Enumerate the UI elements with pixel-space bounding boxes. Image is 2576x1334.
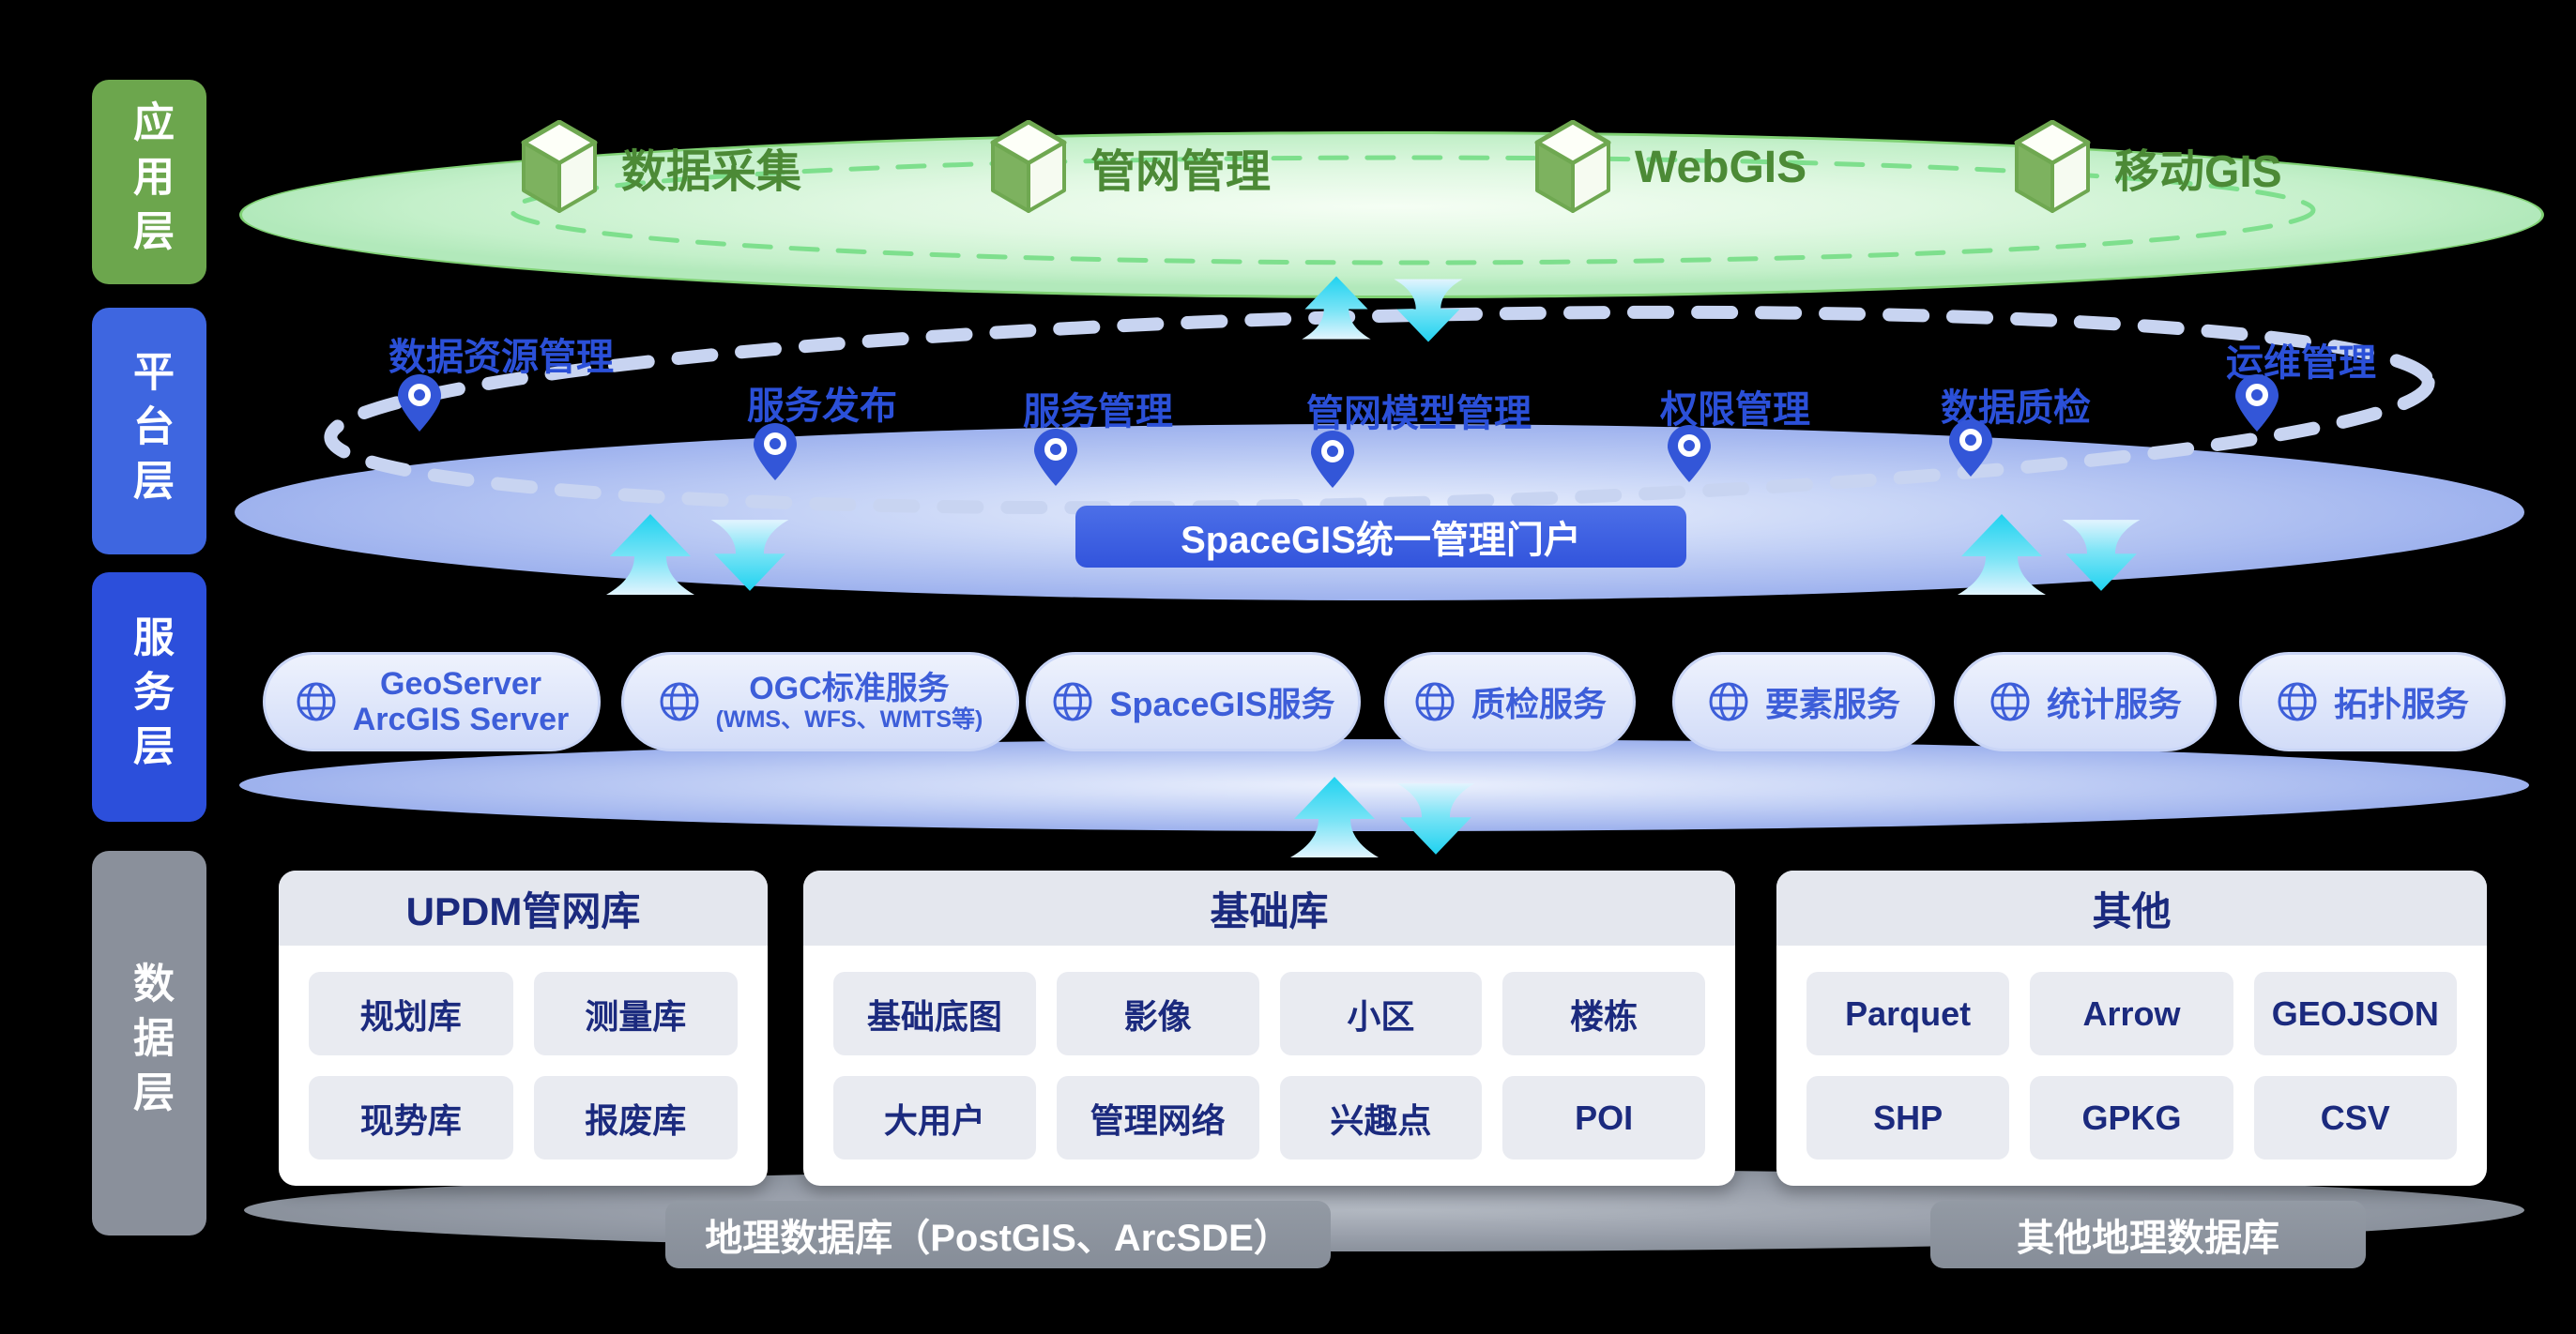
globe-icon bbox=[2276, 680, 2319, 723]
location-pin-icon bbox=[1667, 424, 1712, 489]
db-cell: POI bbox=[1502, 1076, 1705, 1160]
globe-icon bbox=[1989, 680, 2032, 723]
pill-line: OGC标准服务 bbox=[749, 670, 950, 706]
location-pin-icon bbox=[2234, 373, 2279, 438]
up-arrow-icon bbox=[1302, 276, 1371, 340]
db-card-base: 基础库 基础底图 影像 小区 楼栋 大用户 管理网络 兴趣点 POI bbox=[803, 871, 1735, 1186]
db-cell: 楼栋 bbox=[1502, 972, 1705, 1055]
service-layer-ellipse bbox=[239, 739, 2529, 831]
down-arrow-icon bbox=[1396, 783, 1475, 855]
db-cell: Arrow bbox=[2030, 972, 2233, 1055]
pill-line: GeoServer bbox=[380, 665, 541, 702]
db-cell: Parquet bbox=[1806, 972, 2010, 1055]
layer-label-app: 应用层 bbox=[92, 80, 206, 284]
db-cell: 小区 bbox=[1279, 972, 1483, 1055]
storage-bar-geodatabase: 地理数据库（PostGIS、ArcSDE） bbox=[665, 1201, 1331, 1268]
globe-icon bbox=[295, 680, 338, 723]
pill-subline: (WMS、WFS、WMTS等) bbox=[715, 706, 983, 734]
globe-icon bbox=[1051, 680, 1094, 723]
cube-icon bbox=[1533, 120, 1612, 214]
globe-icon bbox=[1413, 680, 1456, 723]
location-pin-icon bbox=[1033, 428, 1078, 493]
cube-icon bbox=[989, 120, 1068, 214]
db-cell: GEOJSON bbox=[2253, 972, 2457, 1055]
location-pin-icon bbox=[1310, 430, 1355, 494]
globe-icon bbox=[658, 680, 701, 723]
db-card-title: 其他 bbox=[1776, 871, 2487, 946]
up-arrow-icon bbox=[1290, 777, 1379, 857]
pill-line: 拓扑服务 bbox=[2333, 685, 2469, 723]
layer-label-service: 服务层 bbox=[92, 572, 206, 822]
db-cell: SHP bbox=[1806, 1076, 2010, 1160]
app-item-data-collection: 数据采集 bbox=[520, 118, 801, 216]
globe-icon bbox=[1707, 680, 1750, 723]
pill-line: 质检服务 bbox=[1471, 685, 1607, 723]
location-pin-icon bbox=[397, 373, 442, 438]
layer-label-data: 数据层 bbox=[92, 851, 206, 1235]
db-cell: 大用户 bbox=[833, 1076, 1036, 1160]
app-item-mobile-gis: 移动GIS bbox=[2013, 118, 2282, 216]
location-pin-icon bbox=[753, 422, 798, 487]
service-pill-statistics: 统计服务 bbox=[1954, 652, 2217, 751]
pill-line: 统计服务 bbox=[2046, 685, 2182, 723]
db-card-grid: Parquet Arrow GEOJSON SHP GPKG CSV bbox=[1776, 946, 2487, 1186]
db-cell: 测量库 bbox=[533, 972, 738, 1055]
db-card-grid: 规划库 测量库 现势库 报废库 bbox=[279, 946, 768, 1186]
service-pill-topology: 拓扑服务 bbox=[2239, 652, 2506, 751]
db-cell: GPKG bbox=[2030, 1076, 2233, 1160]
pill-line: ArcGIS Server bbox=[352, 702, 570, 737]
up-arrow-icon bbox=[606, 514, 694, 595]
pill-line: SpaceGIS服务 bbox=[1109, 685, 1335, 723]
db-cell: 影像 bbox=[1056, 972, 1259, 1055]
db-card-updm: UPDM管网库 规划库 测量库 现势库 报废库 bbox=[279, 871, 768, 1186]
service-pill-feature: 要素服务 bbox=[1672, 652, 1935, 751]
cube-icon bbox=[2013, 120, 2092, 214]
db-card-other: 其他 Parquet Arrow GEOJSON SHP GPKG CSV bbox=[1776, 871, 2487, 1186]
app-item-label: WebGIS bbox=[1635, 142, 1807, 192]
app-item-pipe-management: 管网管理 bbox=[989, 118, 1271, 216]
db-cell: 兴趣点 bbox=[1279, 1076, 1483, 1160]
app-item-webgis: WebGIS bbox=[1533, 118, 1806, 216]
cube-icon bbox=[520, 120, 599, 214]
down-arrow-icon bbox=[2062, 520, 2141, 591]
db-cell: CSV bbox=[2253, 1076, 2457, 1160]
db-cell: 管理网络 bbox=[1056, 1076, 1259, 1160]
db-cell: 现势库 bbox=[309, 1076, 513, 1160]
db-card-title: 基础库 bbox=[803, 871, 1735, 946]
spacegis-portal-button: SpaceGIS统一管理门户 bbox=[1075, 506, 1686, 568]
service-pill-ogc: OGC标准服务(WMS、WFS、WMTS等) bbox=[621, 652, 1019, 751]
db-card-grid: 基础底图 影像 小区 楼栋 大用户 管理网络 兴趣点 POI bbox=[803, 946, 1735, 1186]
location-pin-icon bbox=[1948, 418, 1993, 483]
layer-label-platform: 平台层 bbox=[92, 308, 206, 554]
down-arrow-icon bbox=[1394, 279, 1463, 342]
app-item-label: 移动GIS bbox=[2114, 147, 2282, 197]
app-item-label: 管网管理 bbox=[1090, 147, 1272, 197]
storage-bar-other-geodatabase: 其他地理数据库 bbox=[1930, 1201, 2366, 1268]
db-card-title: UPDM管网库 bbox=[279, 871, 768, 946]
service-pill-quality: 质检服务 bbox=[1384, 652, 1636, 751]
up-arrow-icon bbox=[1958, 514, 2046, 595]
app-item-label: 数据采集 bbox=[621, 147, 802, 197]
service-pill-spacegis: SpaceGIS服务 bbox=[1026, 652, 1361, 751]
down-arrow-icon bbox=[710, 520, 789, 591]
db-cell: 基础底图 bbox=[833, 972, 1036, 1055]
pill-line: 要素服务 bbox=[1764, 685, 1900, 723]
db-cell: 规划库 bbox=[309, 972, 513, 1055]
db-cell: 报废库 bbox=[533, 1076, 738, 1160]
